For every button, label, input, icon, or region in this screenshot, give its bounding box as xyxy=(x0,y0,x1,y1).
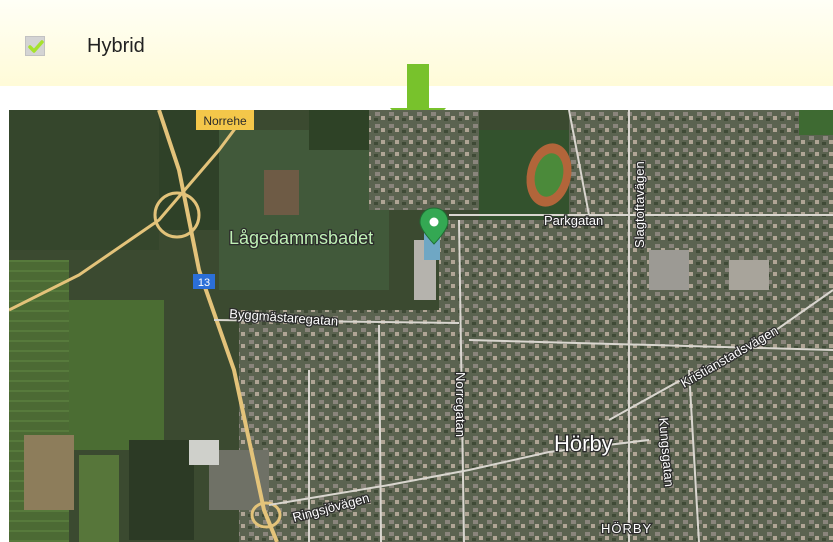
norregatan-label: Norregatan xyxy=(453,372,468,437)
town-caps-label: HÖRBY xyxy=(601,521,652,536)
kungsgatan-label: Kungsgatan xyxy=(656,417,677,487)
satellite-imagery: 13 Norrehe Parkgatan Slagtoftavägen Bygg… xyxy=(9,110,833,542)
norrehe-label: Norrehe xyxy=(203,114,247,128)
place-pin-icon[interactable] xyxy=(419,207,449,245)
map-view[interactable]: 13 Norrehe Parkgatan Slagtoftavägen Bygg… xyxy=(9,110,833,542)
route-13-label: 13 xyxy=(198,277,210,289)
town-label: Hörby xyxy=(554,431,613,456)
route-shield xyxy=(193,274,215,289)
hybrid-label[interactable]: Hybrid xyxy=(87,35,145,57)
hybrid-checkbox[interactable] xyxy=(25,36,45,56)
place-pin-label[interactable]: Lågedammsbadet xyxy=(228,227,375,250)
checkmark-icon xyxy=(28,40,44,53)
parkgatan-label: Parkgatan xyxy=(544,213,603,228)
slagtoftavagen-label: Slagtoftavägen xyxy=(632,161,647,248)
